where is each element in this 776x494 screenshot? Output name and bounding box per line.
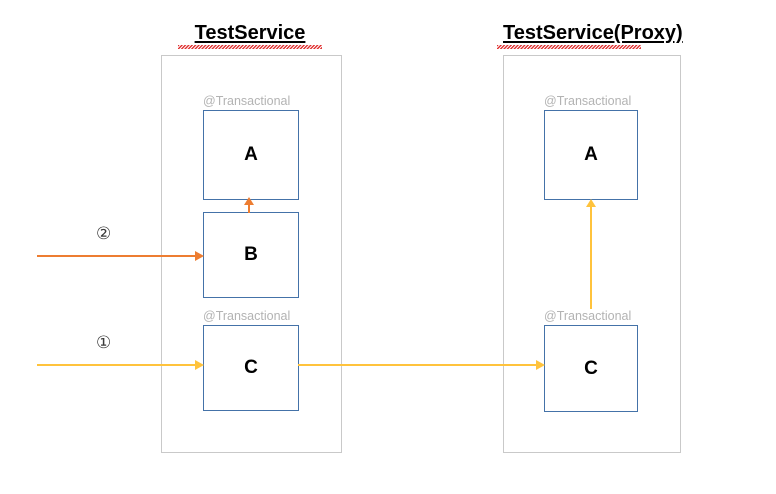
right-service-title-text: TestService(Proxy)	[503, 22, 683, 44]
right-service-title: TestService(Proxy)	[503, 22, 683, 45]
left-service-title-text: TestService	[194, 22, 306, 44]
right-method-a-annotation: @Transactional	[544, 94, 632, 108]
right-method-c-box[interactable]: C	[544, 325, 638, 412]
flow-left-c-to-right-c-arrowhead	[536, 360, 545, 370]
left-method-b-box[interactable]: B	[203, 212, 299, 298]
flow-right-c-to-right-a-line	[590, 205, 592, 309]
flow-external-to-left-c-arrowhead	[195, 360, 204, 370]
step-marker-1: ①	[96, 333, 112, 353]
flow-left-b-to-left-a-arrowhead	[244, 197, 254, 205]
right-method-c-annotation: @Transactional	[544, 309, 632, 323]
right-service-container	[503, 55, 681, 453]
flow-left-b-to-left-a-line	[248, 203, 250, 213]
flow-external-to-left-b-line	[37, 255, 195, 257]
left-method-a-box[interactable]: A	[203, 110, 299, 200]
flow-external-to-left-c-line	[37, 364, 195, 366]
flow-external-to-left-b-arrowhead	[195, 251, 204, 261]
flow-left-c-to-right-c-line	[298, 364, 536, 366]
flow-right-c-to-right-a-arrowhead	[586, 199, 596, 207]
left-title-spellcheck-underline	[178, 45, 322, 49]
left-method-c-box[interactable]: C	[203, 325, 299, 411]
left-method-a-annotation: @Transactional	[203, 94, 291, 108]
right-method-a-box[interactable]: A	[544, 110, 638, 200]
right-title-spellcheck-underline	[497, 45, 641, 49]
left-service-title: TestService	[158, 22, 342, 45]
step-marker-2: ②	[96, 224, 112, 244]
left-method-c-annotation: @Transactional	[203, 309, 291, 323]
left-service-container	[161, 55, 342, 453]
